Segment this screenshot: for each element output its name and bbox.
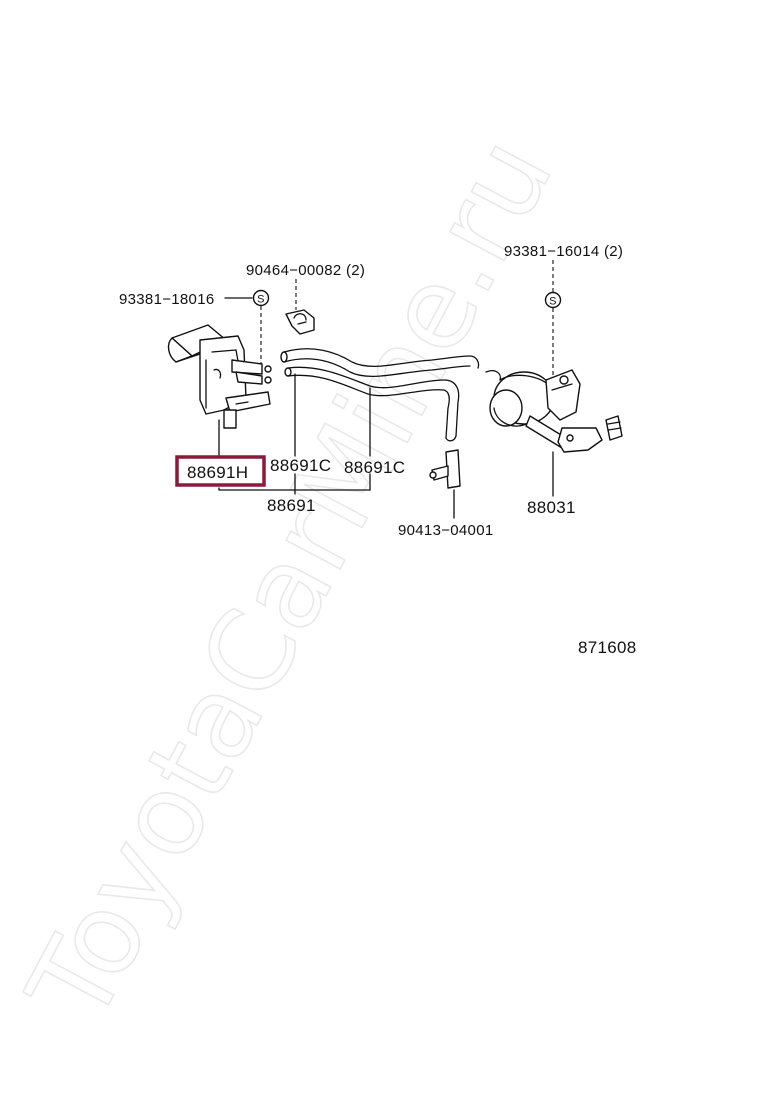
label-88691C-left[interactable]: 88691C bbox=[270, 456, 331, 475]
label-90413-04001[interactable]: 90413−04001 bbox=[398, 522, 493, 539]
s-symbol-right: S bbox=[544, 291, 562, 309]
vacuum-hose-88691C-upper[interactable] bbox=[280, 348, 480, 378]
vacuum-actuator[interactable] bbox=[485, 369, 623, 453]
label-88031[interactable]: 88031 bbox=[527, 498, 576, 517]
label-90464-00082[interactable]: 90464−00082 (2) bbox=[246, 262, 365, 279]
svg-text:S: S bbox=[549, 296, 557, 308]
label-93381-16014[interactable]: 93381−16014 (2) bbox=[504, 243, 623, 260]
label-88691H[interactable]: 88691H bbox=[187, 463, 248, 482]
highlight-box bbox=[175, 455, 266, 487]
label-88691C-right[interactable]: 88691C bbox=[344, 458, 405, 477]
watermark: ToyotaCarMine.ru bbox=[4, 118, 579, 1044]
diagram-number: 871608 bbox=[578, 638, 637, 657]
vsv-assembly[interactable] bbox=[167, 324, 272, 429]
hose-clamp[interactable] bbox=[285, 309, 315, 335]
hose-joint[interactable] bbox=[429, 449, 461, 489]
s-symbol-left: S bbox=[252, 289, 270, 307]
label-88691[interactable]: 88691 bbox=[267, 496, 316, 515]
svg-text:S: S bbox=[257, 294, 265, 306]
label-93381-18016[interactable]: 93381−18016 bbox=[119, 291, 214, 308]
vacuum-hose-88691C-lower[interactable] bbox=[284, 366, 460, 442]
